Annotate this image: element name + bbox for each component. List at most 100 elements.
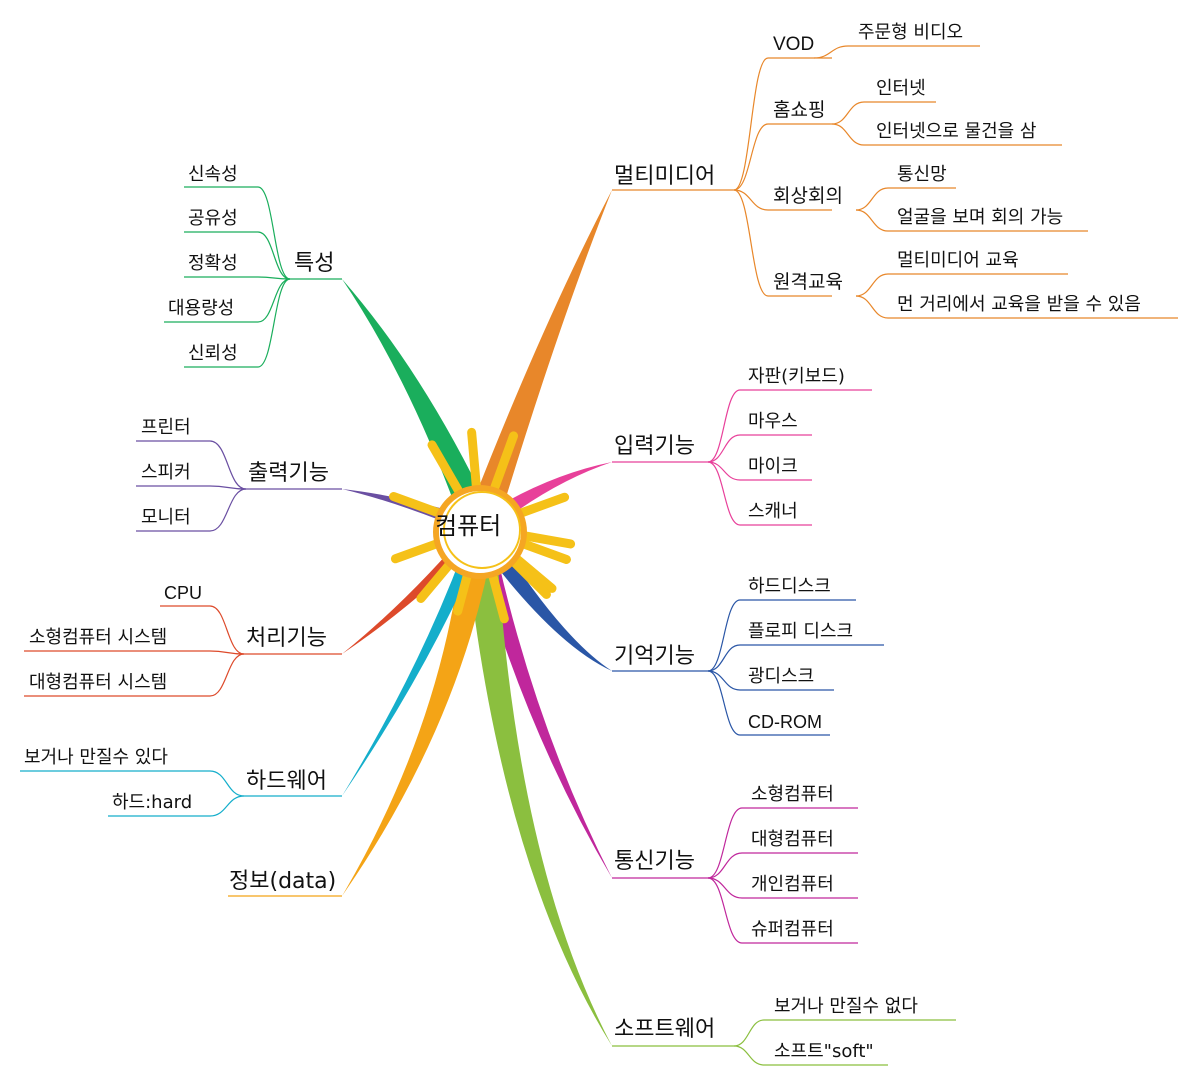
leaf-large-computer: 대형컴퓨터 [751,829,834,850]
sun-ray [389,492,442,517]
connector-traits-1 [257,231,291,280]
branch-multimedia: 멀티미디어 [614,164,716,189]
connector-traits-3 [257,278,291,323]
connector-traits-2 [257,276,291,280]
connector-internet-shopping [831,123,865,146]
sun-ray [520,531,576,549]
leaf-cdrom: CD-ROM [748,712,822,732]
connector-internet [831,101,865,125]
node-video-conference: 회상회의 [773,185,843,207]
leaf-speaker: 스피커 [141,462,191,483]
branch-processing: 처리기능 [246,626,327,651]
connector-conference [733,189,769,211]
connector-remote-edu [855,295,889,319]
connector-hardware-0 [209,770,245,797]
center-ring [433,485,527,579]
leaf-speed: 신속성 [188,164,238,185]
connector-traits-4 [257,278,291,368]
connector-mm-edu [855,273,889,297]
leaf-small-system: 소형컴퓨터 시스템 [29,627,168,648]
connector-input-0 [707,389,741,463]
connector-process-2 [209,653,245,697]
sun-ray [490,431,519,492]
sun-ray [508,556,551,599]
branch-information: 정보(data) [229,869,337,894]
connector-process-0 [209,605,245,655]
leaf-hardware-hard: 하드:hard [112,792,193,813]
branch-hardware-stroke [342,524,488,796]
branch-information-stroke [342,522,495,896]
leaf-face-meeting: 얼굴을 보며 회의 가능 [897,207,1064,228]
sun-ray [518,492,570,517]
branch-memory: 기억기능 [614,644,695,669]
leaf-hardware-tangible: 보거나 만질수 있다 [24,747,168,768]
branch-traits: 특성 [294,251,335,276]
connector-vod [733,57,769,191]
connector-hardware-1 [209,795,245,817]
connector-process-1 [209,650,245,655]
leaf-large-system: 대형컴퓨터 시스템 [29,672,168,693]
leaf-floppy: 플로피 디스크 [748,621,854,642]
center-topic: 컴퓨터 [435,512,502,540]
leaf-microphone: 마이크 [748,456,798,477]
connector-vod-desc [813,45,849,59]
sun-ray [427,440,463,495]
leaf-software-intangible: 보거나 만질수 없다 [774,996,918,1017]
leaf-cpu: CPU [164,583,203,603]
leaf-distance-education: 먼 거리에서 교육을 받을 수 있음 [897,294,1141,315]
node-remote-education: 원격교육 [773,271,843,293]
node-homeshopping: 홈쇼핑 [773,99,826,121]
branch-traits-stroke [342,279,494,536]
leaf-capacity: 대용량성 [168,298,235,319]
connector-face [855,209,889,232]
connector-memory-0 [707,599,741,672]
sun-ray [467,427,481,491]
branch-software-stroke [464,524,612,1046]
connector-input-3 [707,461,741,526]
branch-input: 입력기능 [614,434,695,459]
branch-communication: 통신기능 [614,849,695,874]
leaf-scanner: 스캐너 [748,501,798,522]
connector-software-0 [733,1019,765,1047]
leaf-harddisk: 하드디스크 [748,576,831,597]
leaf-internet-shopping: 인터넷으로 물건을 삼 [876,121,1037,142]
sun-ray [453,571,472,616]
leaf-network: 통신망 [897,164,947,185]
leaf-reliability: 신뢰성 [188,343,238,364]
connector-output-0 [209,440,247,490]
center-ring-inner [443,491,521,569]
leaf-personal-computer: 개인컴퓨터 [751,874,834,895]
connector-traits-0 [257,186,291,280]
connector-comm-3 [707,877,743,944]
leaf-multimedia-education: 멀티미디어 교육 [897,250,1019,271]
leaf-vod-desc: 주문형 비디오 [858,22,964,43]
connector-education [733,189,769,297]
sun-ray [518,539,571,564]
leaf-sharing: 공유성 [188,208,238,229]
branch-output: 출력기능 [248,461,329,486]
connector-output-2 [209,488,247,532]
leaf-internet: 인터넷 [876,78,926,99]
branch-multimedia-stroke [465,190,612,534]
leaf-accuracy: 정확성 [188,253,238,274]
leaf-mouse: 마우스 [748,411,798,432]
connector-memory-1 [707,644,741,672]
leaf-optical-disk: 광디스크 [748,666,815,687]
branch-software: 소프트웨어 [614,1017,716,1042]
sun-ray [390,539,440,564]
leaf-software-soft: 소프트"soft" [774,1041,874,1062]
connector-comm-0 [707,807,743,879]
leaf-printer: 프린터 [141,417,191,438]
connector-software-1 [733,1045,765,1066]
leaf-small-computer: 소형컴퓨터 [751,784,834,805]
connector-input-1 [707,434,741,463]
leaf-keyboard: 자판(키보드) [748,366,845,387]
connector-output-1 [209,485,247,490]
branch-hardware: 하드웨어 [246,769,327,794]
sun-ray [416,558,455,603]
leaf-supercomputer: 슈퍼컴퓨터 [751,919,834,940]
leaf-monitor: 모니터 [141,507,191,528]
sun-ray [510,553,557,593]
